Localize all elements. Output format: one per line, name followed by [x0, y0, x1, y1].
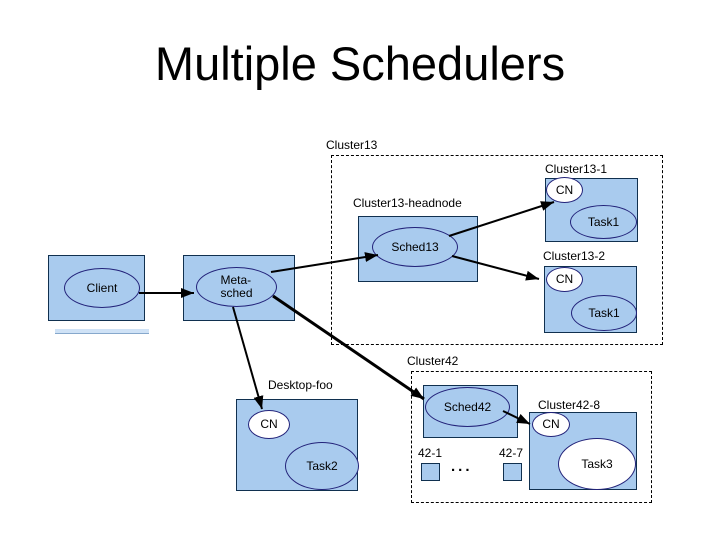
cluster42-node1-label: 42-1	[418, 446, 443, 460]
cluster42-node1-square	[421, 463, 440, 481]
desktop-foo-task-ellipse: Task2	[285, 442, 359, 490]
cluster42-ellipsis: ...	[451, 458, 473, 475]
metasched-label-line1: Meta-	[220, 273, 252, 287]
cluster42-label: Cluster42	[407, 354, 459, 368]
slide-title: Multiple Schedulers	[154, 37, 566, 90]
desktop-foo-cn-ellipse: CN	[248, 410, 290, 439]
cluster13-headnode-label: Cluster13-headnode	[353, 196, 462, 210]
cluster13-2-task-ellipse: Task1	[571, 295, 637, 331]
sched42-ellipse: Sched42	[425, 387, 510, 427]
cluster13-label: Cluster13	[326, 138, 378, 152]
cluster13-2-cn-ellipse: CN	[546, 267, 583, 292]
cluster42-8-cn-ellipse: CN	[532, 412, 570, 437]
cluster42-node7-label: 42-7	[499, 446, 524, 460]
metasched-ellipse: Meta- sched	[196, 267, 277, 307]
cluster13-1-cn-ellipse: CN	[546, 177, 583, 203]
sched13-ellipse: Sched13	[372, 227, 458, 267]
cluster13-1-label: Cluster13-1	[545, 162, 608, 176]
arrow-metasched-to-desktop-foo-cn	[232, 306, 264, 410]
metasched-label-line2: sched	[220, 286, 253, 300]
cluster42-boundary	[411, 371, 652, 503]
cluster13-boundary	[331, 155, 663, 345]
cluster42-8-label: Cluster42-8	[538, 398, 601, 412]
cluster13-2-label: Cluster13-2	[543, 249, 606, 263]
metasched-label: Meta- sched	[220, 274, 252, 300]
cluster42-8-task-ellipse: Task3	[558, 438, 636, 490]
cluster42-node7-square	[503, 463, 522, 481]
cluster13-1-task-ellipse: Task1	[570, 205, 637, 239]
desktop-foo-label: Desktop-foo	[268, 378, 333, 392]
client-box-shadow	[55, 329, 149, 334]
client-ellipse: Client	[64, 268, 140, 308]
